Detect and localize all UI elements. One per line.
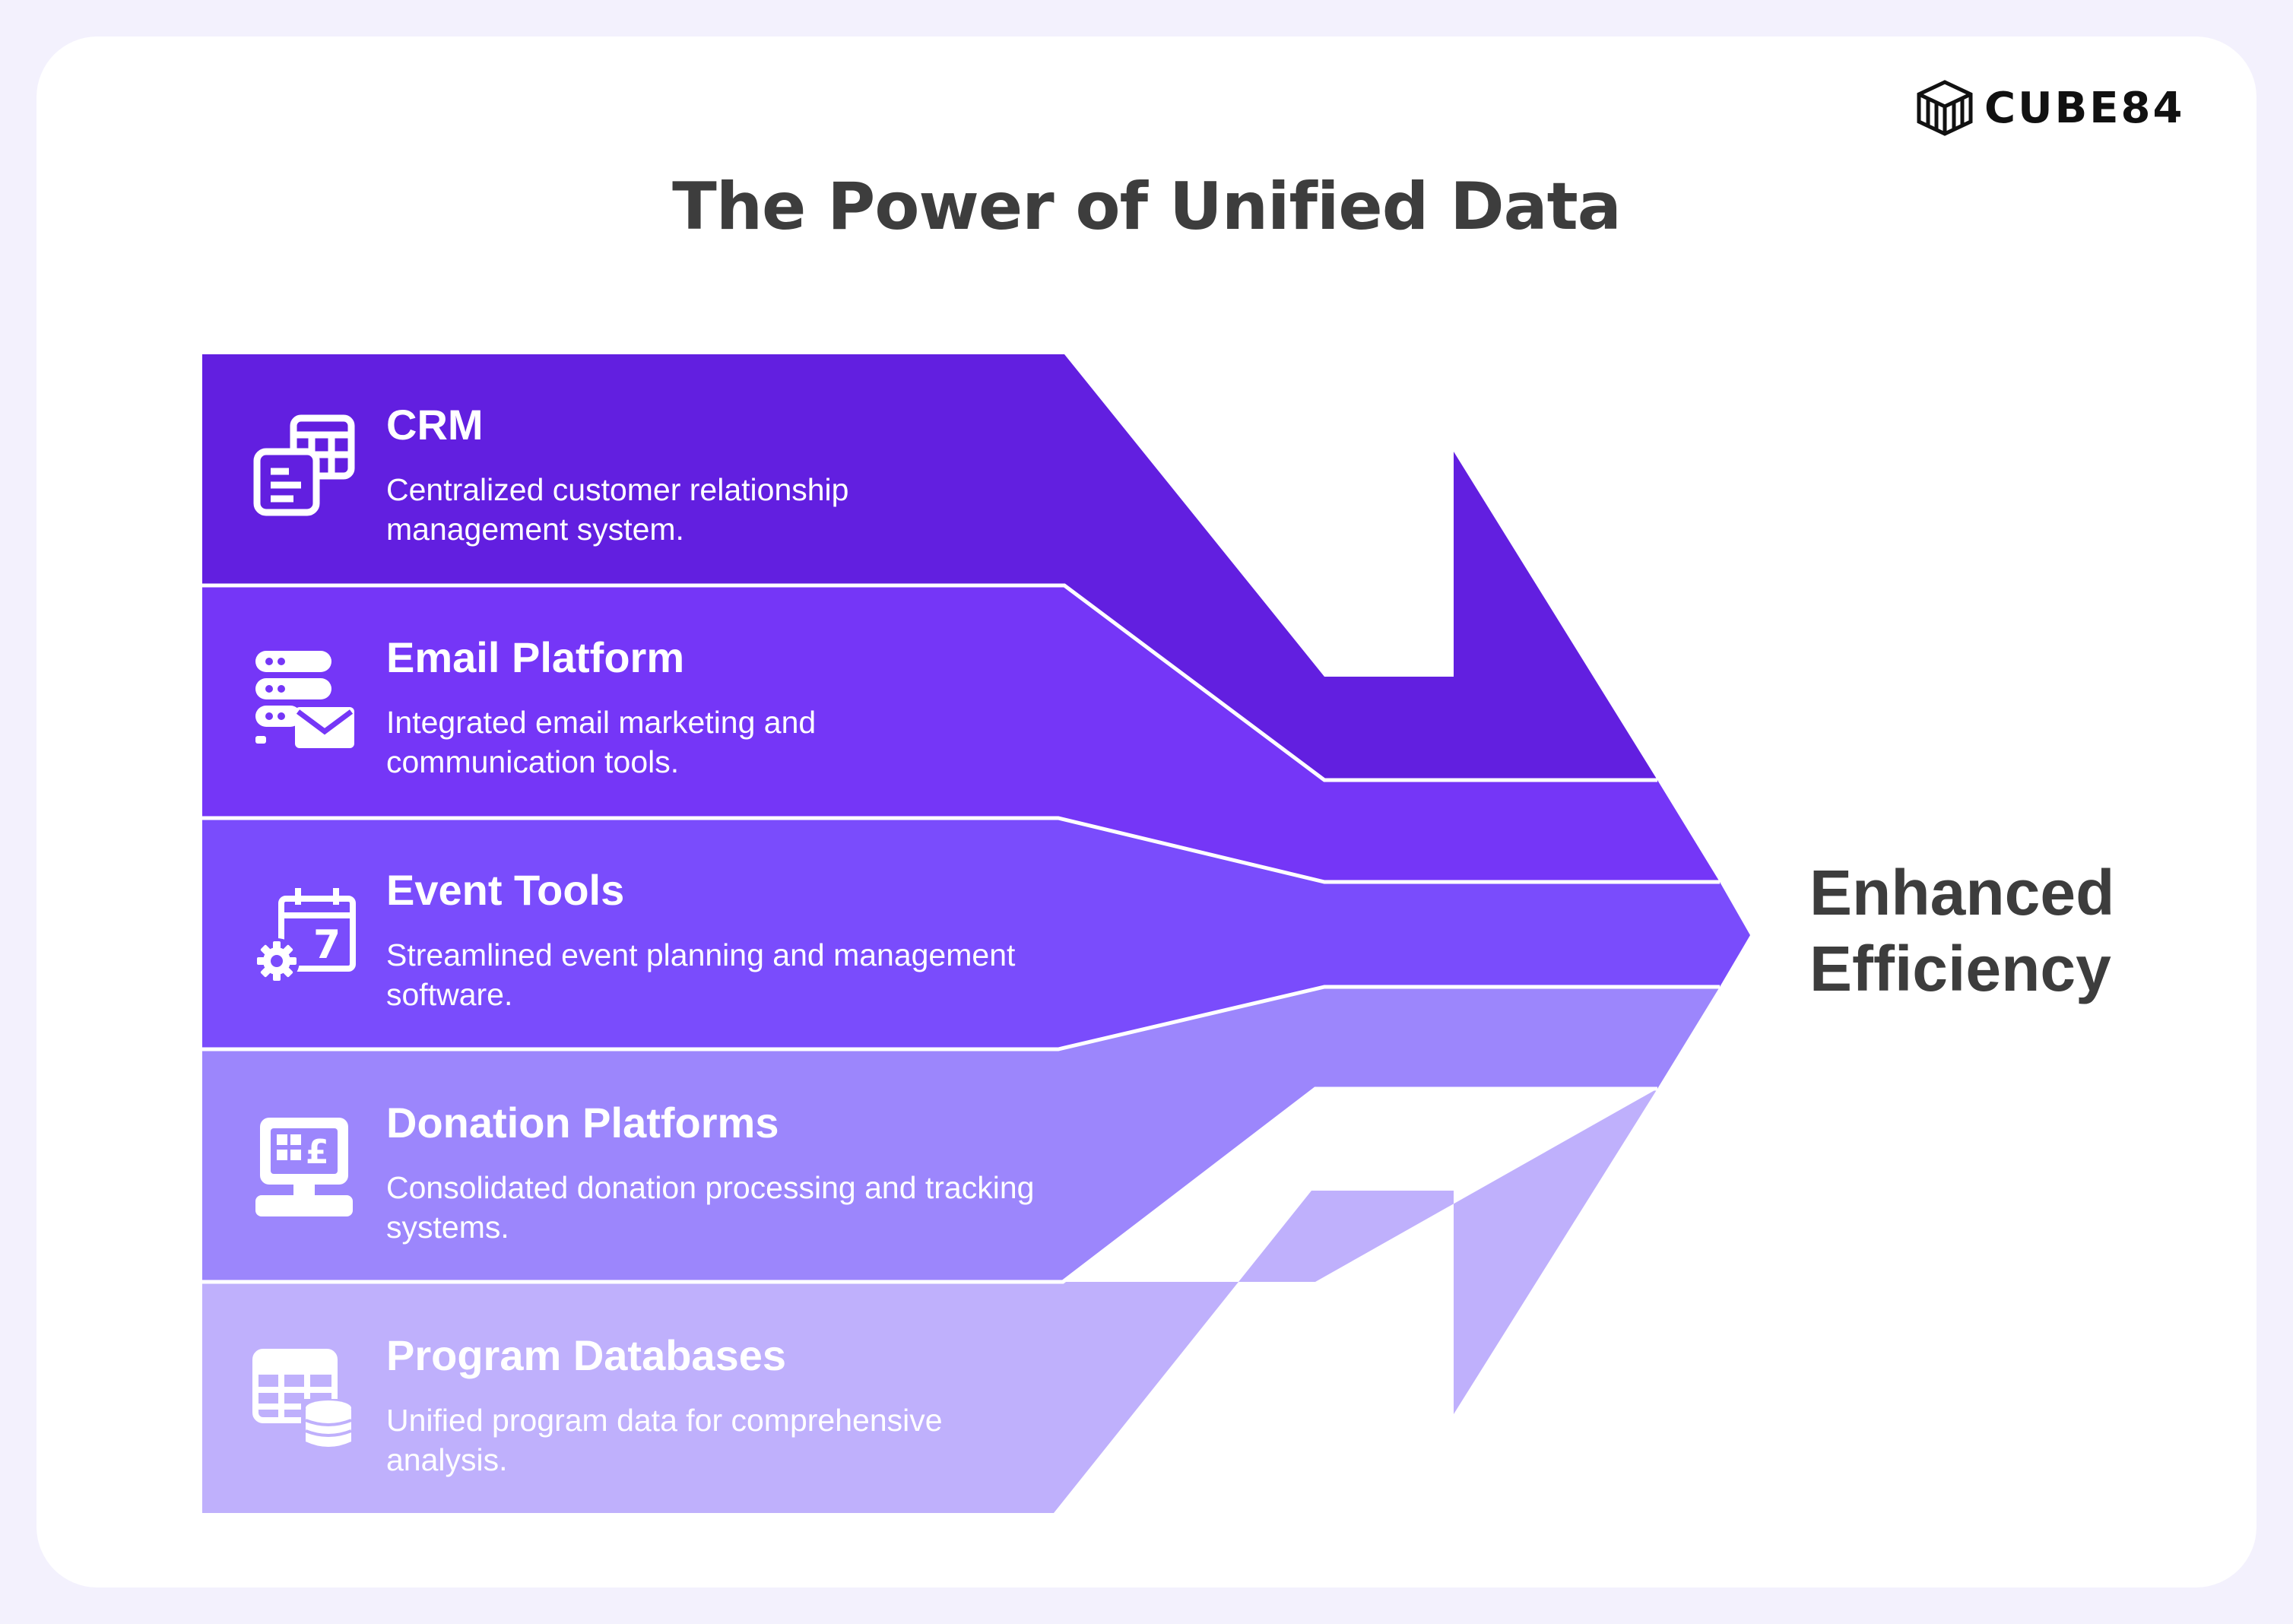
row-program-databases: Program Databases Unified program data f… [386, 1332, 1101, 1480]
row-event-tools: Event Tools Streamlined event planning a… [386, 867, 1101, 1014]
row-description: Integrated email marketing and communica… [386, 703, 1101, 782]
page-title: The Power of Unified Data [672, 169, 1622, 245]
row-description-line: Streamlined event planning and managemen… [386, 937, 1016, 972]
brand-logo-text: CUBE84 [1984, 83, 2185, 133]
row-description-line: management system. [386, 511, 684, 547]
row-email-platform: Email Platform Integrated email marketin… [386, 634, 1101, 782]
row-description: Centralized customer relationship manage… [386, 470, 1101, 549]
svg-text:£: £ [306, 1133, 329, 1172]
row-title: Email Platform [386, 633, 685, 681]
row-description-line: Integrated email marketing and [386, 704, 817, 740]
table-database-icon [252, 1349, 354, 1449]
result-line: Enhanced [1809, 857, 2115, 928]
row-separators [202, 583, 1720, 1284]
row-title: CRM [386, 401, 484, 449]
row-band-crm [202, 354, 1657, 780]
row-band-program-databases [202, 1089, 1657, 1513]
svg-text:7: 7 [313, 922, 341, 968]
row-description-line: analysis. [386, 1442, 508, 1477]
pos-terminal-pound-icon: £ [255, 1118, 353, 1216]
calendar-gear-icon: 7 [254, 888, 356, 984]
row-description-line: software. [386, 976, 513, 1012]
row-description-line: Centralized customer relationship [386, 471, 849, 507]
brand-logo: CUBE84 [1916, 79, 2184, 137]
result-line: Efficiency [1809, 933, 2111, 1004]
row-title: Program Databases [386, 1331, 787, 1379]
row-crm: CRM Centralized customer relationship ma… [386, 401, 1101, 549]
row-description-line: systems. [386, 1209, 509, 1245]
row-band-event-tools [202, 818, 1750, 1049]
row-description-line: Unified program data for comprehensive [386, 1402, 943, 1438]
row-description-line: communication tools. [386, 744, 680, 779]
row-donation-platforms: Donation Platforms Consolidated donation… [386, 1099, 1101, 1247]
row-band-donation-platforms [202, 987, 1720, 1282]
server-mail-icon [255, 651, 354, 748]
crm-grid-icon [253, 414, 355, 516]
row-title: Event Tools [386, 866, 625, 914]
row-description: Consolidated donation processing and tra… [386, 1168, 1101, 1247]
row-band-email-platform [202, 585, 1720, 882]
result-label: Enhanced Efficiency [1809, 855, 2190, 1007]
row-title: Donation Platforms [386, 1099, 779, 1147]
row-description: Unified program data for comprehensive a… [386, 1400, 1101, 1480]
row-description: Streamlined event planning and managemen… [386, 935, 1101, 1014]
row-description-line: Consolidated donation processing and tra… [386, 1169, 1035, 1205]
cube-grid-icon [1917, 80, 1973, 136]
